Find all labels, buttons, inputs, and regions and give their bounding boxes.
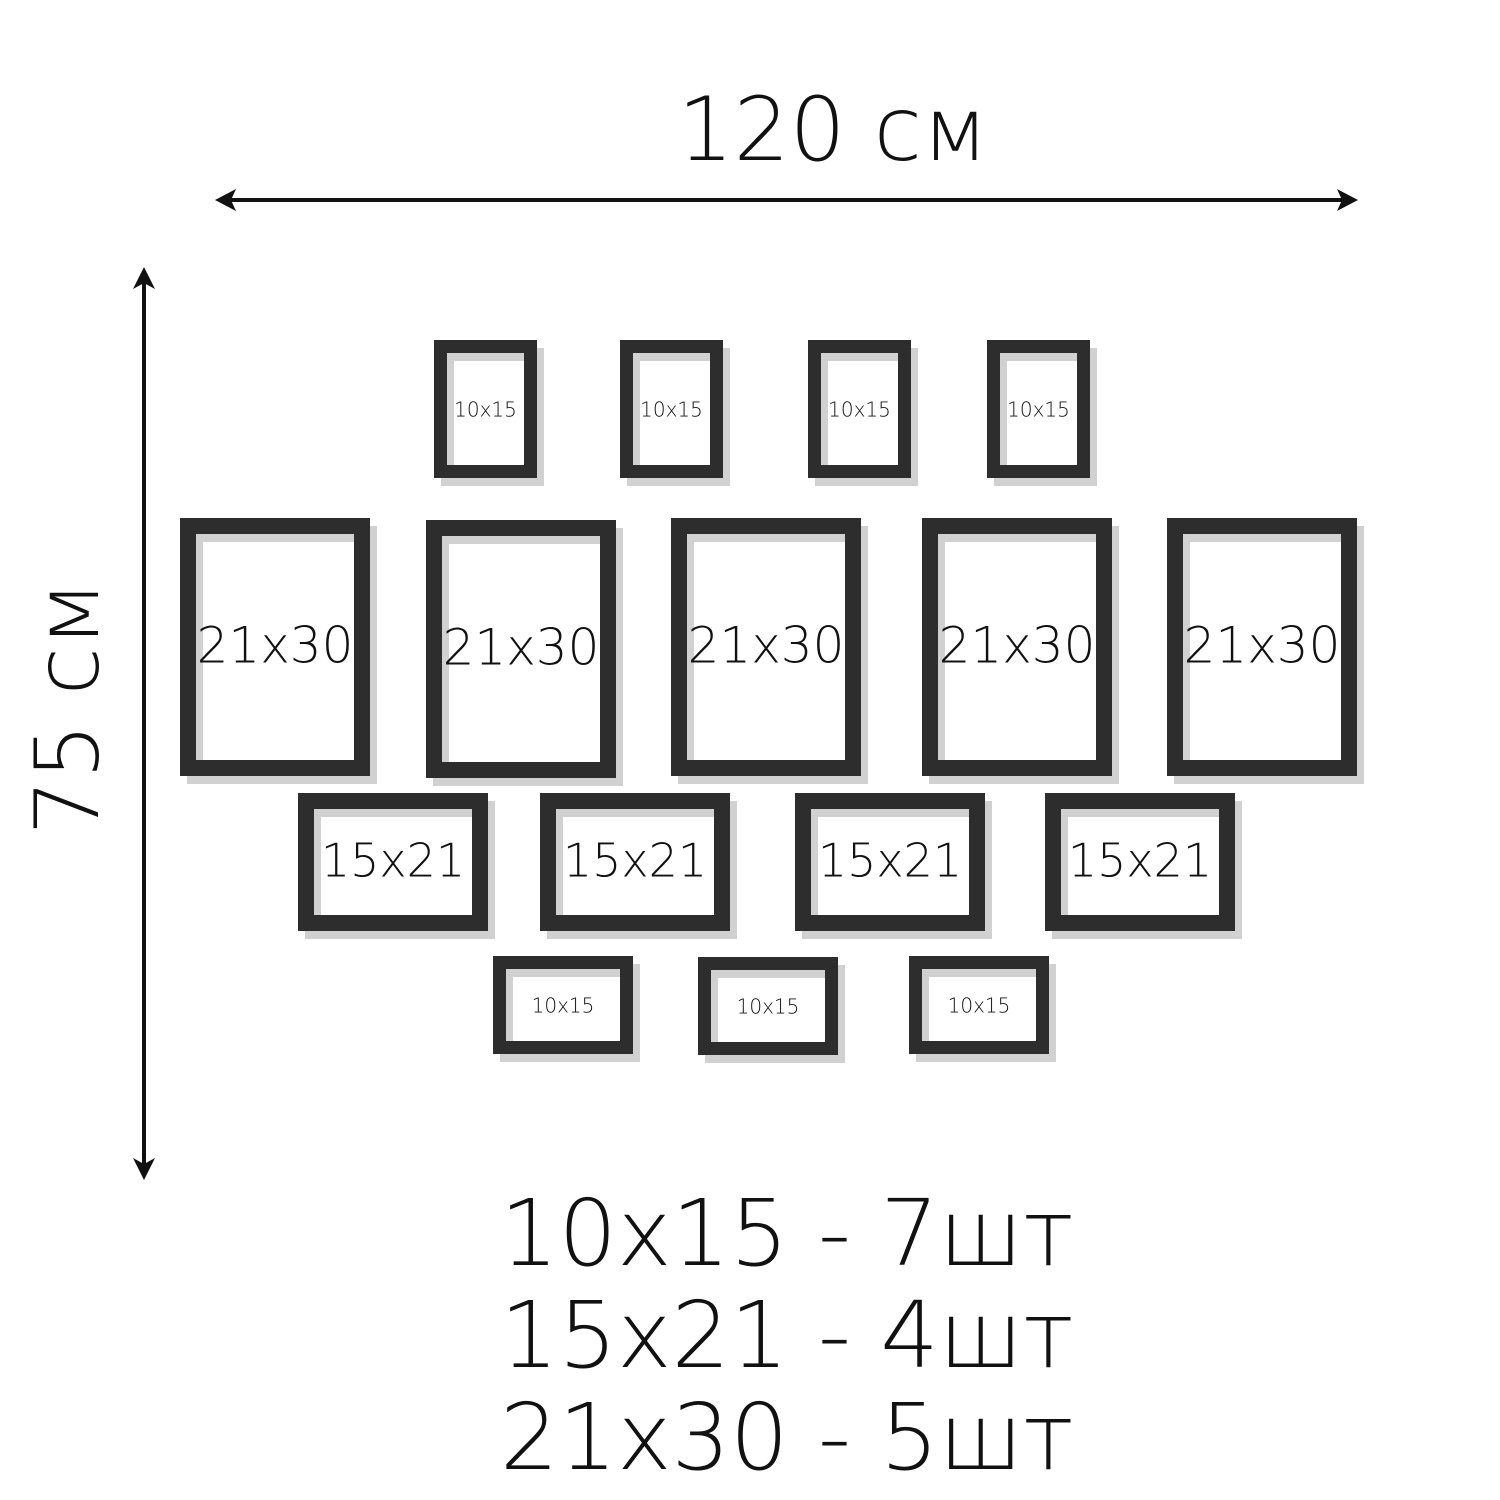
frame-label: 10x15 [1007, 398, 1070, 422]
frame-border [922, 518, 1112, 776]
frame-label: 15x21 [818, 834, 962, 888]
frame-label: 21x30 [1184, 617, 1341, 675]
frame-label: 10x15 [454, 398, 517, 422]
frame-shadow [705, 965, 845, 1063]
frame-border [987, 340, 1090, 478]
frame-15x21-13: 15x21 [1045, 793, 1242, 939]
frame-border [620, 340, 723, 478]
frame-10x15-4: 10x15 [987, 340, 1097, 486]
frame-shadow [815, 348, 918, 486]
frame-21x30-8: 21x30 [922, 518, 1119, 784]
frame-border [1167, 518, 1357, 776]
legend-line-10x15: 10x15 - 7шт [500, 1180, 1074, 1287]
frames-group: 10x15 10x15 10x15 10x15 21x30 21x30 21x30 21x30… [180, 340, 1364, 1063]
frame-label: 15x21 [1068, 834, 1212, 888]
frame-15x21-10: 15x21 [298, 793, 495, 939]
frame-label: 15x21 [321, 834, 465, 888]
frame-border [426, 520, 616, 778]
frame-border [434, 340, 537, 478]
frame-shadow [627, 348, 730, 486]
frame-10x15-14: 10x15 [493, 956, 640, 1062]
frame-label: 10x15 [737, 995, 800, 1019]
frame-label: 15x21 [563, 834, 707, 888]
frame-border [1045, 793, 1235, 931]
height-label: 75 см [16, 581, 119, 836]
frame-label: 21x30 [197, 617, 354, 675]
frame-15x21-11: 15x21 [540, 793, 737, 939]
frame-21x30-9: 21x30 [1167, 518, 1364, 784]
frame-shadow [916, 964, 1056, 1062]
legend-line-15x21: 15x21 - 4шт [500, 1282, 1074, 1389]
frame-shadow [441, 348, 544, 486]
frame-label: 21x30 [443, 619, 600, 677]
legend-line-21x30: 21x30 - 5шт [500, 1384, 1074, 1491]
frame-shadow [994, 348, 1097, 486]
frame-10x15-3: 10x15 [808, 340, 918, 486]
frame-border [808, 340, 911, 478]
height-arrow [133, 267, 155, 1180]
frame-10x15-1: 10x15 [434, 340, 544, 486]
frame-15x21-12: 15x21 [795, 793, 992, 939]
frame-10x15-16: 10x15 [909, 956, 1056, 1062]
width-label: 120 см [678, 78, 989, 181]
frame-border [180, 518, 370, 776]
frame-label: 21x30 [939, 617, 1096, 675]
frame-border [909, 956, 1049, 1054]
frame-label: 10x15 [948, 994, 1011, 1018]
width-arrow [215, 189, 1358, 211]
frame-label: 10x15 [828, 398, 891, 422]
frame-border [493, 956, 633, 1054]
frame-label: 21x30 [688, 617, 845, 675]
frame-label: 10x15 [640, 398, 703, 422]
frame-21x30-5: 21x30 [180, 518, 377, 784]
frame-21x30-6: 21x30 [426, 520, 623, 786]
frame-border [671, 518, 861, 776]
frame-border [298, 793, 488, 931]
frame-border [795, 793, 985, 931]
frame-border [540, 793, 730, 931]
frame-label: 10x15 [532, 994, 595, 1018]
frame-21x30-7: 21x30 [671, 518, 868, 784]
frame-10x15-15: 10x15 [698, 957, 845, 1063]
frame-border [698, 957, 838, 1055]
frame-shadow [500, 964, 640, 1062]
frame-10x15-2: 10x15 [620, 340, 730, 486]
